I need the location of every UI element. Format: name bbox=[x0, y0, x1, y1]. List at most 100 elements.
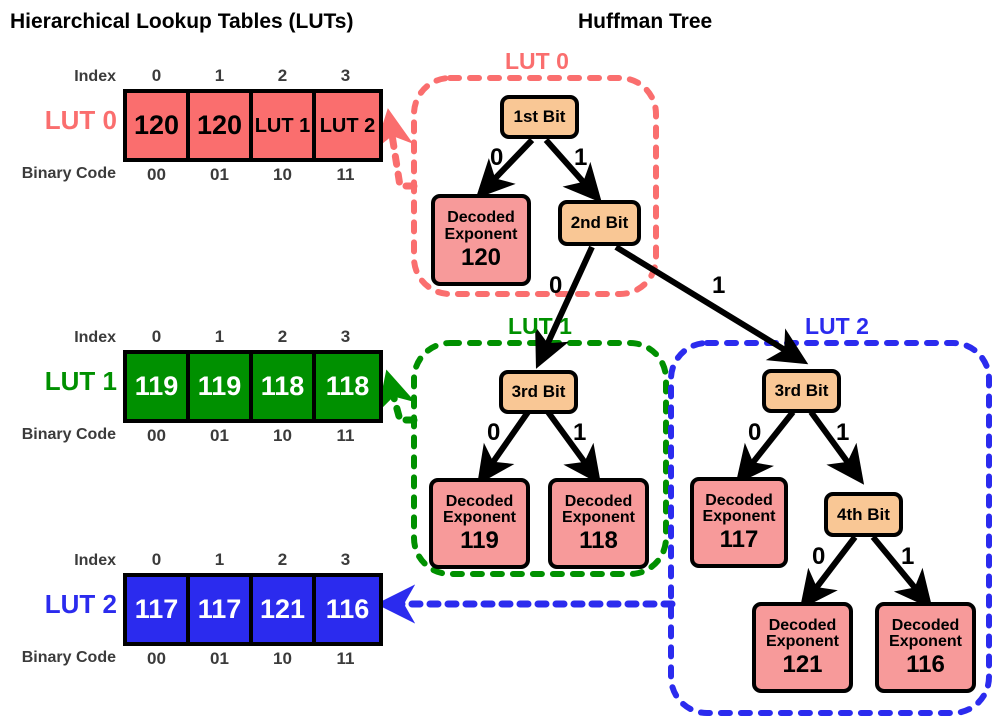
lut-cell-0-2[interactable]: LUT 1 bbox=[253, 93, 316, 158]
edge-n3-n4 bbox=[535, 245, 595, 369]
leaf-line2: Exponent bbox=[702, 508, 776, 526]
lut-cells-2[interactable]: 117 117 121 116 bbox=[123, 573, 383, 646]
leaf-line1: Decoded bbox=[445, 492, 514, 510]
binary-code-row-label-2: Binary Code bbox=[21, 649, 116, 666]
tree-node-3rd-bit-lut1[interactable]: 3rd Bit bbox=[499, 370, 578, 414]
leaf-value: 120 bbox=[460, 243, 502, 271]
index-header-0-2: 2 bbox=[277, 66, 288, 85]
index-header-0-0: 0 bbox=[151, 66, 162, 85]
tree-leaf-120[interactable]: Decoded Exponent 120 bbox=[431, 194, 531, 286]
leaf-line1: Decoded bbox=[564, 492, 633, 510]
tree-node-label: 4th Bit bbox=[837, 504, 890, 524]
edge-label-n4-n5: 0 bbox=[487, 419, 501, 446]
binary-code-1-0: 00 bbox=[147, 426, 166, 445]
binary-code-0-3: 11 bbox=[336, 165, 355, 184]
lut-cell-0-0[interactable]: 120 bbox=[127, 93, 190, 158]
lut-name-0: LUT 0 bbox=[44, 105, 117, 135]
binary-code-2-3: 11 bbox=[336, 649, 355, 668]
pointer-arrow-lut1 bbox=[377, 369, 418, 424]
edge-label-n9-n11: 1 bbox=[901, 543, 915, 570]
group-label-lut2: LUT 2 bbox=[805, 313, 869, 339]
binary-code-row-label-1: Binary Code bbox=[21, 426, 116, 443]
edge-label-n3-n4: 0 bbox=[549, 272, 563, 299]
index-header-1-0: 0 bbox=[151, 327, 162, 346]
binary-code-0-0: 00 bbox=[147, 165, 166, 184]
group-label-lut1: LUT 1 bbox=[508, 313, 572, 339]
lut-cell-1-0[interactable]: 119 bbox=[127, 354, 190, 419]
leaf-line2: Exponent bbox=[562, 509, 635, 527]
lut-cell-0-1[interactable]: 120 bbox=[190, 93, 253, 158]
edge-label-n9-n10: 0 bbox=[812, 543, 826, 570]
binary-code-1-3: 11 bbox=[336, 426, 355, 445]
index-header-2-2: 2 bbox=[277, 550, 288, 569]
lut-cells-1[interactable]: 119 119 118 118 bbox=[123, 350, 383, 423]
lut-cell-2-2[interactable]: 121 bbox=[253, 577, 316, 642]
leaf-line1: Decoded bbox=[705, 491, 773, 509]
lut-name-2: LUT 2 bbox=[44, 589, 117, 619]
leaf-line2: Exponent bbox=[443, 509, 516, 527]
edge-label-n7-n9: 1 bbox=[836, 419, 850, 446]
page-title-huffman-tree: Huffman Tree bbox=[578, 10, 713, 33]
edge-label-n1-n2: 0 bbox=[490, 144, 504, 171]
binary-code-2-0: 00 bbox=[147, 649, 166, 668]
edge-label-n7-n8: 0 bbox=[748, 419, 762, 446]
tree-node-1st-bit[interactable]: 1st Bit bbox=[500, 95, 579, 139]
index-header-1-1: 1 bbox=[214, 327, 225, 346]
lut-cell-0-3[interactable]: LUT 2 bbox=[316, 93, 379, 158]
index-header-0-3: 3 bbox=[340, 66, 351, 85]
tree-node-4th-bit[interactable]: 4th Bit bbox=[824, 492, 903, 537]
binary-code-0-2: 10 bbox=[273, 165, 292, 184]
page-title-luts: Hierarchical Lookup Tables (LUTs) bbox=[10, 10, 354, 33]
leaf-line1: Decoded bbox=[768, 616, 837, 634]
tree-leaf-118[interactable]: Decoded Exponent 118 bbox=[548, 478, 649, 569]
leaf-value: 119 bbox=[460, 527, 499, 555]
leaf-value: 118 bbox=[579, 527, 618, 555]
edge-n9-n11 bbox=[870, 535, 933, 610]
binary-code-2-2: 10 bbox=[273, 649, 292, 668]
group-label-lut0: LUT 0 bbox=[505, 48, 569, 74]
lut-cells-0[interactable]: 120 120 LUT 1 LUT 2 bbox=[123, 89, 383, 162]
leaf-value: 116 bbox=[906, 651, 945, 679]
tree-leaf-119[interactable]: Decoded Exponent 119 bbox=[429, 478, 530, 569]
index-header-2-0: 0 bbox=[151, 550, 162, 569]
leaf-value: 117 bbox=[719, 526, 759, 554]
index-header-2-1: 1 bbox=[214, 550, 225, 569]
index-header-1-3: 3 bbox=[340, 327, 351, 346]
leaf-value: 121 bbox=[782, 651, 823, 679]
binary-code-0-1: 01 bbox=[210, 165, 229, 184]
tree-leaf-116[interactable]: Decoded Exponent 116 bbox=[875, 602, 976, 693]
leaf-line2: Exponent bbox=[889, 633, 962, 651]
leaf-line2: Exponent bbox=[444, 225, 518, 243]
index-row-label-2: Index bbox=[74, 552, 116, 569]
lut-name-1: LUT 1 bbox=[44, 366, 117, 396]
index-header-2-3: 3 bbox=[340, 550, 351, 569]
edge-label-n4-n6: 1 bbox=[573, 419, 587, 446]
tree-node-label: 1st Bit bbox=[513, 107, 566, 127]
index-row-label-1: Index bbox=[74, 329, 116, 346]
edge-label-n3-n7: 1 bbox=[712, 272, 726, 299]
binary-code-row-label-0: Binary Code bbox=[21, 165, 116, 182]
edge-label-n1-n3: 1 bbox=[574, 144, 588, 171]
lut-cell-2-3[interactable]: 116 bbox=[316, 577, 379, 642]
pointer-arrow-lut0 bbox=[374, 108, 418, 190]
binary-code-1-1: 01 bbox=[210, 426, 229, 445]
lut-cell-2-1[interactable]: 117 bbox=[190, 577, 253, 642]
leaf-line1: Decoded bbox=[891, 616, 960, 634]
leaf-line1: Decoded bbox=[447, 209, 515, 227]
tree-node-label: 2nd Bit bbox=[570, 213, 629, 233]
leaf-line2: Exponent bbox=[766, 633, 839, 651]
tree-node-2nd-bit[interactable]: 2nd Bit bbox=[558, 200, 641, 246]
lut-cell-1-3[interactable]: 118 bbox=[316, 354, 379, 419]
lut-cell-1-1[interactable]: 119 bbox=[190, 354, 253, 419]
tree-leaf-121[interactable]: Decoded Exponent 121 bbox=[752, 602, 853, 693]
edge-n4-n6 bbox=[545, 410, 602, 485]
lut-cell-1-2[interactable]: 118 bbox=[253, 354, 316, 419]
tree-node-label: 3rd Bit bbox=[511, 382, 566, 402]
binary-code-1-2: 10 bbox=[273, 426, 292, 445]
index-header-0-1: 1 bbox=[214, 66, 225, 85]
tree-node-3rd-bit-lut2[interactable]: 3rd Bit bbox=[762, 369, 841, 413]
lut-cell-2-0[interactable]: 117 bbox=[127, 577, 190, 642]
edge-n7-n9 bbox=[808, 410, 865, 485]
tree-leaf-117[interactable]: Decoded Exponent 117 bbox=[690, 477, 788, 568]
